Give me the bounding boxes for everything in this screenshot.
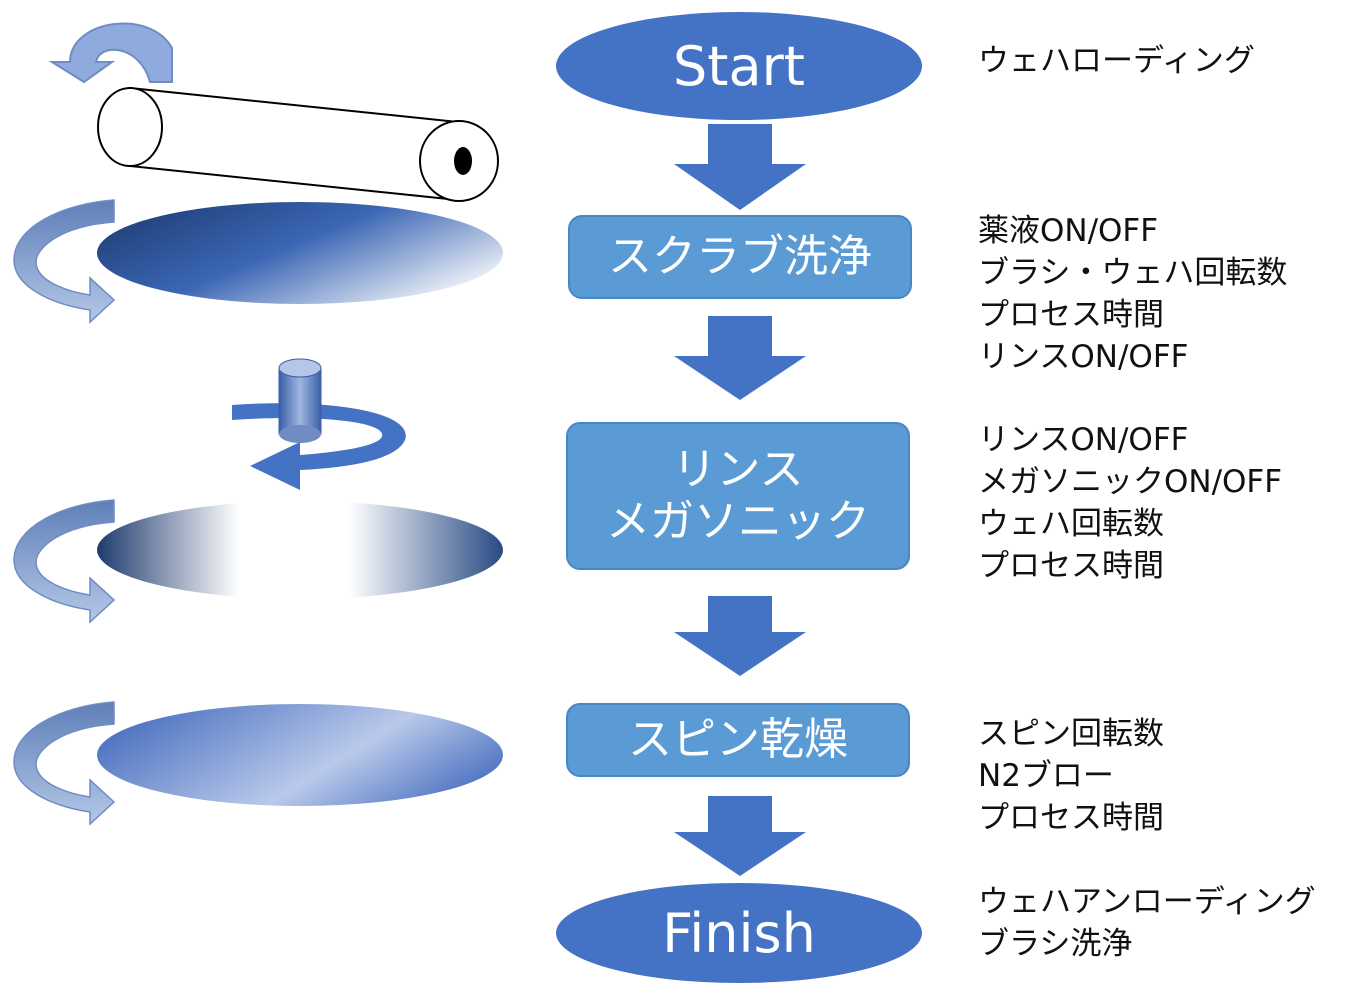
megasonic-nozzle-icon	[232, 358, 406, 490]
wafer-rotation-arrow-icon	[13, 199, 116, 324]
scrub-clean-label: スクラブ洗浄	[608, 231, 872, 283]
note-line: リンスON/OFF	[978, 339, 1189, 375]
note-line: ウェハアンローディング	[978, 884, 1316, 920]
note-line: 薬液ON/OFF	[978, 213, 1159, 249]
notes-finish: ウェハアンローディング ブラシ洗浄	[978, 881, 1316, 965]
note-line: ブラシ洗浄	[978, 926, 1133, 962]
flow-arrow-icon	[674, 316, 806, 400]
rinse-megasonic-step: リンス メガソニック	[566, 422, 910, 570]
wafer-scrub-icon	[97, 202, 503, 304]
note-line: プロセス時間	[978, 548, 1164, 584]
spin-dry-step: スピン乾燥	[566, 703, 910, 777]
note-line: メガソニックON/OFF	[978, 464, 1283, 500]
megasonic-label: メガソニック	[606, 496, 870, 547]
finish-node: Finish	[556, 883, 922, 983]
wafer-rinse-icon	[97, 501, 503, 599]
note-line: N2ブロー	[978, 758, 1114, 794]
notes-spin-dry: スピン回転数 N2ブロー プロセス時間	[978, 713, 1164, 839]
wafer-rotation-arrow-icon	[13, 499, 116, 624]
note-line: ブラシ・ウェハ回転数	[978, 255, 1288, 291]
spin-dry-label: スピン乾燥	[628, 714, 848, 766]
notes-rinse-megasonic: リンスON/OFF メガソニックON/OFF ウェハ回転数 プロセス時間	[978, 419, 1282, 587]
note-line: プロセス時間	[978, 297, 1164, 333]
rinse-label: リンス	[672, 444, 804, 496]
scrub-clean-step: スクラブ洗浄	[568, 215, 912, 299]
wafer-spin-dry-icon	[97, 704, 503, 806]
notes-scrub-clean: 薬液ON/OFF ブラシ・ウェハ回転数 プロセス時間 リンスON/OFF	[978, 210, 1287, 378]
note-line: ウェハローディング	[978, 43, 1255, 79]
flow-arrow-icon	[674, 596, 806, 676]
wafer-rotation-arrow-icon	[13, 701, 116, 826]
finish-label: Finish	[662, 901, 816, 965]
notes-start: ウェハローディング	[978, 40, 1255, 82]
note-line: ウェハ回転数	[978, 506, 1164, 542]
start-node: Start	[556, 12, 922, 120]
note-line: リンスON/OFF	[978, 422, 1189, 458]
brush-roller-icon	[97, 86, 499, 202]
note-line: スピン回転数	[978, 716, 1164, 752]
start-label: Start	[673, 34, 805, 98]
flow-arrow-icon	[674, 124, 806, 210]
note-line: プロセス時間	[978, 800, 1164, 836]
brush-rotation-arrow-icon	[48, 22, 173, 84]
flow-arrow-icon	[674, 796, 806, 876]
